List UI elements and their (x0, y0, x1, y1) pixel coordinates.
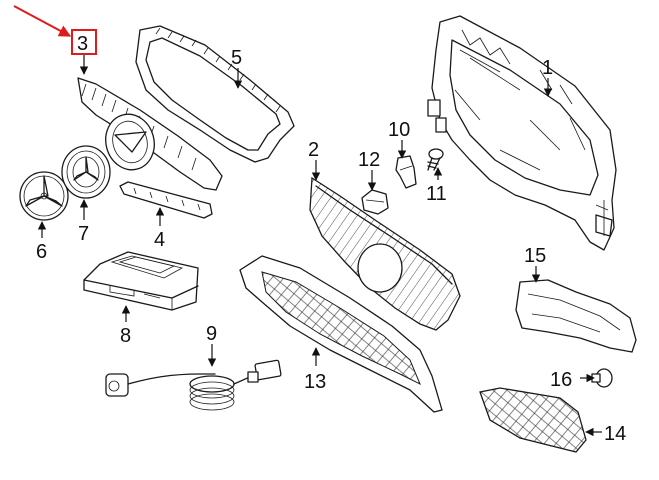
callout-6: 6 (36, 241, 47, 263)
part-1-frame (427, 15, 617, 251)
part-16-plug (591, 368, 613, 388)
part-15-side-bracket (515, 279, 637, 353)
part-9-sensor-cable (105, 359, 282, 411)
callout-12: 12 (358, 149, 380, 171)
callout-9: 9 (206, 323, 217, 345)
part-13-lower-grille (239, 255, 443, 413)
callout-4: 4 (154, 229, 165, 251)
part-12-clip-nut (361, 189, 389, 215)
callout-labels: 1 2 3 4 5 6 7 8 9 10 11 12 13 14 15 16 (36, 33, 626, 445)
callout-14: 14 (604, 423, 626, 445)
part-10-clip (395, 155, 417, 189)
highlight-arrow (13, 5, 97, 55)
callout-7: 7 (78, 223, 89, 245)
callout-15: 15 (524, 245, 546, 267)
callout-13: 13 (304, 371, 326, 393)
callout-8: 8 (120, 325, 131, 347)
part-6-star-emblem (19, 171, 69, 221)
part-2-grille-mesh (309, 176, 461, 331)
callout-2: 2 (308, 139, 319, 161)
part-5-grille-frame (135, 25, 295, 163)
callout-16: 16 (550, 369, 572, 391)
part-4-trim-strip (119, 181, 213, 219)
callout-10: 10 (388, 119, 410, 141)
callout-1: 1 (542, 57, 553, 79)
part-14-mesh-insert (479, 387, 587, 453)
part-7-emblem-base (61, 145, 111, 199)
part-8-bracket (83, 251, 199, 311)
callout-5: 5 (231, 47, 242, 69)
leader-lines (37, 54, 602, 437)
callout-3: 3 (77, 33, 88, 55)
part-3-grille-bar (77, 77, 223, 191)
callout-11: 11 (426, 183, 447, 205)
part-11-screw (427, 148, 444, 171)
